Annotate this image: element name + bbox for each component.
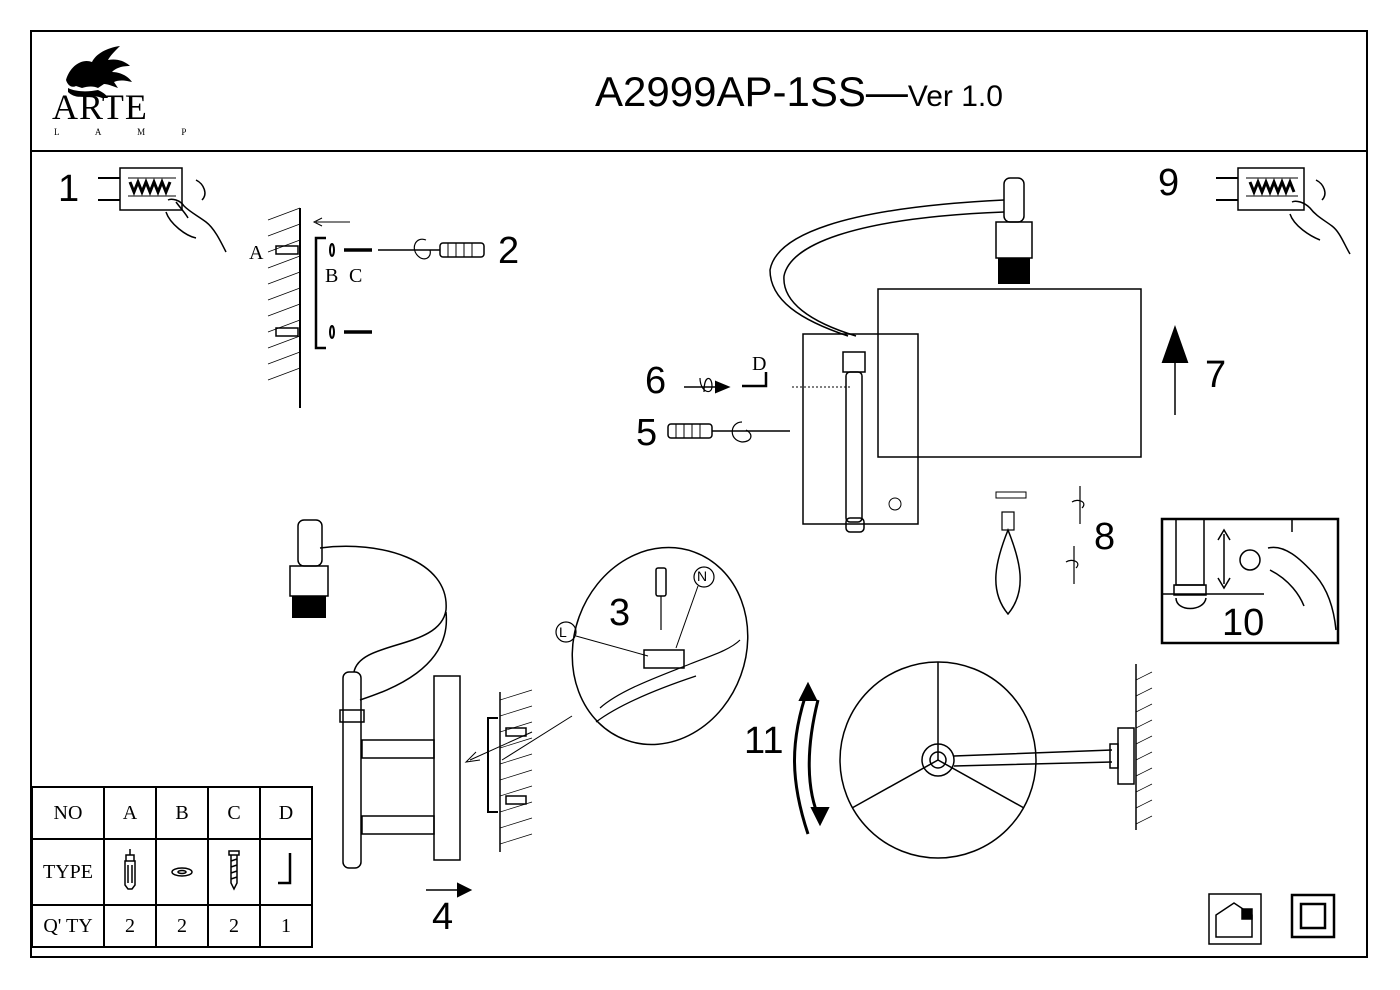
- header-divider: [30, 150, 1368, 152]
- parts-header-c: C: [207, 786, 261, 840]
- step-3-number: 3: [609, 592, 631, 634]
- brand-name: ARTE: [52, 87, 148, 127]
- parts-qty-label: Q' TY: [31, 904, 105, 948]
- lamp-assembled: [769, 177, 1142, 533]
- title-dash: —: [865, 68, 908, 115]
- parts-header-a: A: [103, 786, 157, 840]
- wall-section: [267, 207, 301, 408]
- parts-header-no: NO: [31, 786, 105, 840]
- parts-qty-c: 2: [207, 904, 261, 948]
- drawing-frame: [30, 30, 1368, 958]
- screw-icon: [207, 838, 261, 906]
- parts-type-label: TYPE: [31, 838, 105, 906]
- mounting-bracket: [314, 236, 326, 350]
- step-10-number: 10: [1222, 602, 1265, 644]
- parts-qty-a: 2: [103, 904, 157, 948]
- hand-icon-2: [1289, 179, 1351, 255]
- washer-icon: [155, 838, 209, 906]
- version-label: Ver 1.0: [907, 80, 1003, 113]
- step-11-number: 11: [744, 720, 784, 762]
- screwdriver-icon-2: [667, 421, 790, 443]
- shade-top-view: [793, 661, 1153, 859]
- lamp-side-view: [289, 519, 573, 898]
- hook-icon: [259, 838, 313, 906]
- part-label-a: A: [249, 242, 264, 264]
- terminal-block-icon-2: [1216, 167, 1305, 211]
- double-insulation-icon: [1290, 893, 1336, 939]
- wall-plate: [802, 333, 919, 525]
- step-6-number: 6: [645, 360, 667, 402]
- step-5-number: 5: [636, 412, 658, 454]
- neutral-label: N: [697, 568, 708, 584]
- live-label: L: [559, 624, 567, 640]
- part-label-c: C: [349, 265, 363, 287]
- page-title: A2999AP-1SS—Ver 1.0: [595, 68, 1003, 116]
- terminal-block-icon: [98, 167, 183, 211]
- parts-header-b: B: [155, 786, 209, 840]
- step-4-number: 4: [432, 896, 454, 938]
- part-d-hook: [742, 372, 768, 388]
- step-1-number: 1: [58, 168, 80, 210]
- indoor-use-icon: [1208, 893, 1262, 945]
- model-number: A2999AP-1SS: [595, 68, 866, 115]
- lamp-shade: [877, 288, 1142, 458]
- wall-plug-icon: [103, 838, 157, 906]
- parts-qty-d: 1: [259, 904, 313, 948]
- step-8-number: 8: [1094, 516, 1116, 558]
- screwdriver-icon: [378, 238, 485, 260]
- wall-plug-upper: [275, 245, 299, 255]
- griffin-logo-icon: [66, 46, 132, 98]
- candle-bulb-icon: [995, 486, 1085, 616]
- step-7-number: 7: [1205, 354, 1227, 396]
- wiring-detail-oval: [555, 546, 749, 746]
- parts-header-d: D: [259, 786, 313, 840]
- step-9-number: 9: [1158, 162, 1180, 204]
- parts-table: NO A B C D TYPE Q' TY 2 2 2 1: [31, 786, 313, 948]
- brand-subtitle: L A M P: [54, 127, 204, 137]
- up-arrow-icon: [1161, 324, 1189, 363]
- switch-detail-box: [1160, 517, 1340, 645]
- hand-icon: [165, 179, 227, 253]
- part-label-b: B: [325, 265, 339, 287]
- parts-qty-b: 2: [155, 904, 209, 948]
- part-label-d: D: [752, 353, 767, 375]
- wall-plug-lower: [275, 327, 299, 337]
- step-2-number: 2: [498, 230, 520, 272]
